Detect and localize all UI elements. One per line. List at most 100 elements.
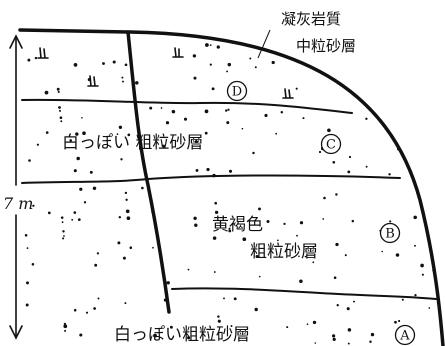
sand-grain bbox=[47, 211, 51, 215]
sand-grain bbox=[160, 107, 163, 109]
sand-grain bbox=[213, 271, 216, 273]
sand-grain bbox=[217, 319, 221, 323]
sand-grain bbox=[331, 334, 336, 338]
sand-grain bbox=[116, 133, 119, 135]
sand-grain bbox=[85, 311, 89, 314]
sand-grain bbox=[194, 140, 198, 144]
outcrop-outline bbox=[18, 28, 445, 346]
marker-letter: B bbox=[385, 227, 395, 242]
sand-grain bbox=[36, 143, 40, 146]
sand-grain bbox=[216, 45, 220, 49]
sand-grain bbox=[275, 132, 278, 135]
sand-grain bbox=[75, 132, 79, 136]
sand-grain bbox=[63, 235, 65, 237]
sand-grain bbox=[266, 220, 270, 223]
sand-grain bbox=[124, 63, 128, 67]
sand-grain bbox=[228, 169, 233, 173]
sand-grain bbox=[306, 323, 309, 326]
sand-grain bbox=[280, 110, 284, 114]
sand-grain bbox=[204, 131, 208, 135]
sand-grain bbox=[249, 57, 252, 60]
sand-grain bbox=[225, 109, 228, 112]
sand-grain bbox=[344, 254, 347, 257]
sand-grain bbox=[59, 116, 63, 120]
sand-grain bbox=[430, 149, 434, 154]
sand-grain bbox=[332, 160, 336, 164]
sand-grain bbox=[162, 144, 166, 148]
sand-grain bbox=[381, 250, 384, 253]
layer-b-name-line1: 黄褐色 bbox=[212, 215, 263, 235]
double-arrow-icon bbox=[9, 34, 23, 340]
sand-grain bbox=[25, 303, 29, 307]
sand-grain bbox=[44, 90, 49, 95]
layer-c-name: 白っぽい 粗粒砂層 bbox=[62, 133, 203, 153]
sand-grain bbox=[187, 336, 191, 340]
sand-grain bbox=[335, 242, 339, 247]
marker-letter: D bbox=[232, 85, 242, 100]
sand-grain bbox=[45, 131, 49, 134]
sand-grain bbox=[124, 191, 128, 195]
layer-boundaries bbox=[21, 98, 437, 300]
sand-grain bbox=[118, 125, 123, 129]
sand-grain bbox=[102, 62, 105, 65]
sand-grain bbox=[96, 252, 100, 255]
sand-grain bbox=[353, 300, 355, 303]
sand-grain bbox=[192, 54, 197, 58]
sand-grain bbox=[413, 215, 417, 220]
marker-layer-c: C bbox=[320, 133, 342, 155]
sand-grain bbox=[122, 80, 124, 83]
sand-grain bbox=[209, 44, 212, 46]
sand-grain bbox=[63, 324, 68, 329]
sand-grain bbox=[369, 340, 372, 343]
sand-grain bbox=[322, 218, 325, 220]
sand-grain bbox=[125, 209, 130, 214]
fault-line bbox=[126, 30, 171, 314]
sand-grain bbox=[283, 222, 286, 226]
sand-grain bbox=[389, 220, 392, 223]
sand-grain bbox=[264, 113, 268, 118]
sand-grain bbox=[271, 60, 275, 65]
marker-letter: C bbox=[326, 138, 336, 153]
sand-grain bbox=[254, 66, 257, 69]
sand-grain bbox=[300, 54, 303, 57]
sand-grain bbox=[206, 167, 210, 172]
sand-grain bbox=[418, 142, 421, 144]
sand-grain bbox=[228, 227, 231, 230]
sand-grain bbox=[73, 308, 77, 312]
sand-grain bbox=[226, 70, 229, 73]
sand-grain bbox=[64, 329, 67, 332]
sand-grain bbox=[431, 152, 434, 155]
sand-grain bbox=[34, 56, 38, 60]
sand-grain bbox=[312, 320, 317, 325]
sand-grain bbox=[226, 121, 230, 125]
sand-grain bbox=[254, 307, 258, 312]
sand-grain bbox=[370, 332, 375, 337]
sand-grain bbox=[304, 255, 307, 258]
sand-grain bbox=[416, 56, 419, 60]
marker-layer-a: A bbox=[394, 324, 416, 346]
sand-grain bbox=[93, 307, 96, 310]
sand-grain bbox=[69, 139, 72, 142]
sand-grain bbox=[365, 48, 368, 51]
sand-grain bbox=[60, 120, 63, 123]
sand-grain bbox=[295, 87, 298, 90]
sand-grain bbox=[71, 218, 74, 221]
sand-grain bbox=[421, 90, 425, 94]
sand-grain bbox=[230, 325, 233, 327]
boundary-b-a bbox=[171, 287, 437, 300]
sand-grain bbox=[129, 246, 133, 249]
sand-grain bbox=[227, 108, 230, 111]
layer-a-name: 白っぽい粗粒砂層 bbox=[114, 325, 250, 345]
sand-grain bbox=[211, 87, 215, 91]
sand-grain bbox=[398, 319, 401, 323]
sand-grain bbox=[347, 170, 351, 174]
sand-grain bbox=[127, 133, 131, 137]
sand-grain bbox=[183, 117, 188, 121]
sand-grain bbox=[76, 156, 80, 161]
sand-grain bbox=[412, 162, 416, 166]
sand-grain bbox=[26, 281, 29, 285]
sand-grain bbox=[73, 211, 77, 214]
sand-grain bbox=[62, 230, 65, 233]
sand-grain bbox=[82, 131, 86, 136]
